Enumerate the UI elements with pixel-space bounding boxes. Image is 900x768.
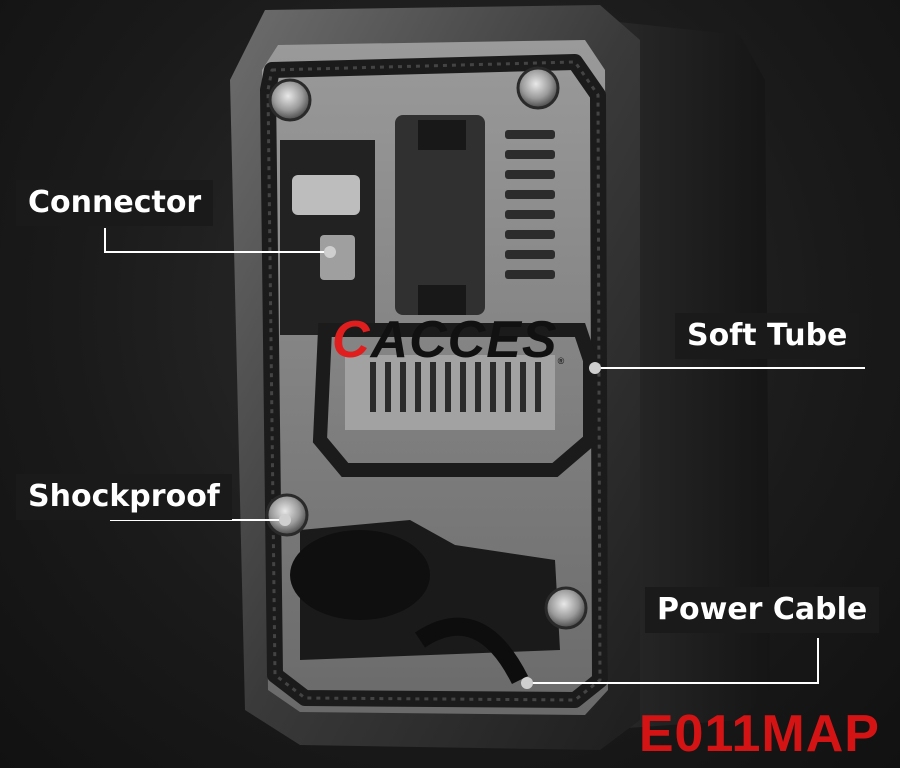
screw-icon bbox=[544, 586, 588, 630]
model-number: E011MAP bbox=[638, 705, 880, 763]
callout-shockproof: Shockproof bbox=[16, 474, 232, 520]
soft-tube-braid bbox=[266, 60, 602, 702]
inner-tube-loop bbox=[312, 323, 597, 477]
center-slot-top bbox=[418, 120, 466, 150]
brand-logo: CACCES® bbox=[332, 311, 566, 369]
callout-power-cable: Power Cable bbox=[645, 587, 880, 633]
callout-dots bbox=[279, 246, 601, 689]
power-cable-end bbox=[415, 617, 529, 685]
compressor-side bbox=[600, 20, 770, 730]
coiled-cable bbox=[290, 530, 430, 620]
callout-lines bbox=[104, 228, 865, 684]
screw-icon bbox=[516, 66, 560, 110]
side-vents bbox=[505, 130, 555, 279]
callout-soft-tube: Soft Tube bbox=[675, 313, 860, 359]
screw-icon bbox=[268, 78, 312, 122]
center-slot-bottom bbox=[418, 285, 466, 315]
connector-nozzle bbox=[320, 235, 355, 280]
bottom-vents bbox=[370, 362, 541, 412]
callout-connector: Connector bbox=[16, 180, 214, 226]
connector-body bbox=[292, 175, 360, 215]
center-plate bbox=[395, 115, 485, 315]
